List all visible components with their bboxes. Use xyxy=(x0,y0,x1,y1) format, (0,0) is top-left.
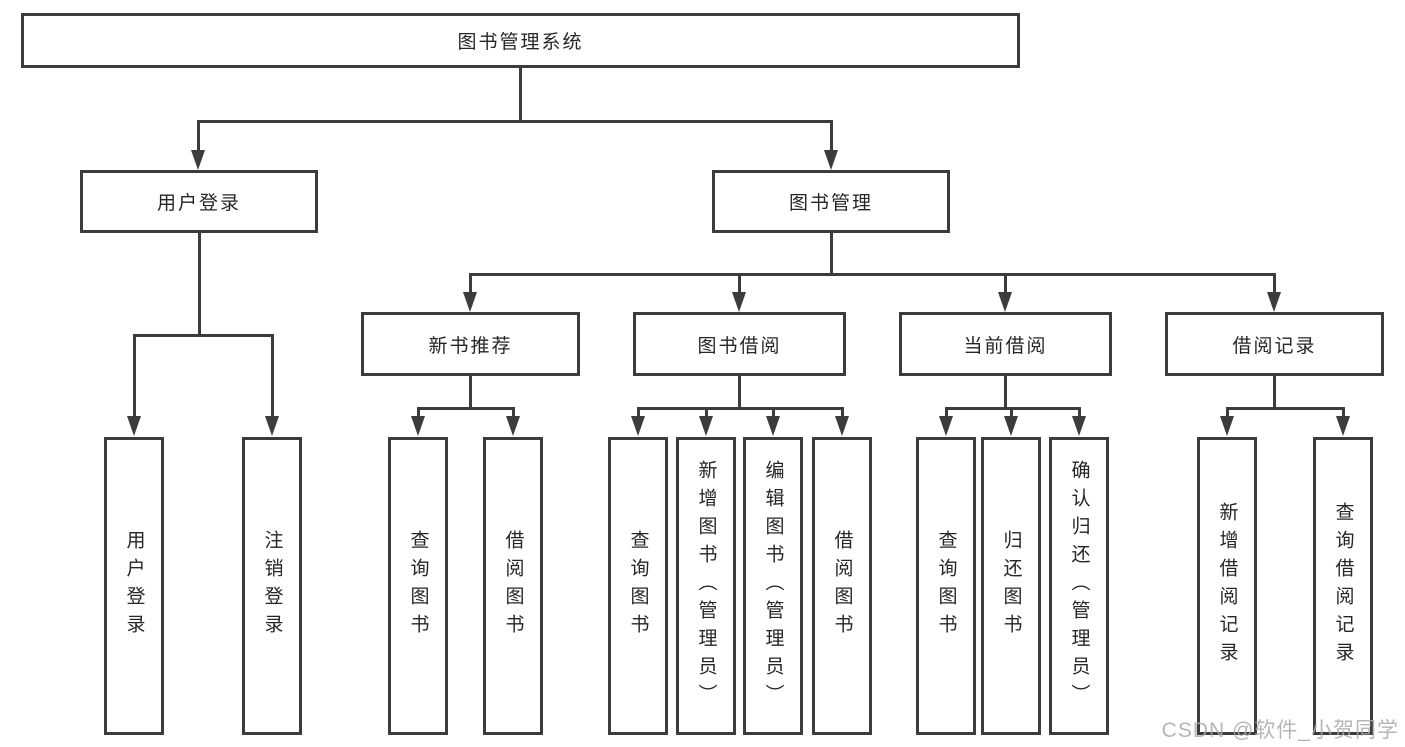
leaf-borrow-book-recommend: 借阅图书 xyxy=(483,437,543,735)
leaf-user-login: 用户登录 xyxy=(104,437,164,735)
leaf-borrow-book: 借阅图书 xyxy=(812,437,872,735)
connector-line xyxy=(417,407,420,419)
node-user-login: 用户登录 xyxy=(80,170,318,233)
connector-line xyxy=(705,407,708,419)
node-borrow-records: 借阅记录 xyxy=(1165,312,1384,376)
arrowhead-down-icon xyxy=(1004,416,1018,436)
arrowhead-down-icon xyxy=(191,150,205,170)
arrowhead-down-icon xyxy=(939,416,953,436)
connector-line xyxy=(1010,407,1013,419)
arrowhead-down-icon xyxy=(506,416,520,436)
csdn-watermark: CSDN @软件_小贺同学 xyxy=(1161,719,1399,742)
connector-line xyxy=(637,407,844,410)
node-book-system: 图书管理系统 xyxy=(21,13,1020,68)
connector-line xyxy=(1226,407,1345,410)
connector-line xyxy=(1342,407,1345,419)
connector-line xyxy=(830,233,833,276)
connector-line xyxy=(738,376,741,410)
arrowhead-down-icon xyxy=(699,416,713,436)
connector-line xyxy=(945,407,948,419)
connector-line xyxy=(197,120,200,153)
arrowhead-down-icon xyxy=(835,416,849,436)
connector-line xyxy=(830,120,833,153)
node-book-borrow: 图书借阅 xyxy=(633,312,846,376)
arrowhead-down-icon xyxy=(766,416,780,436)
connector-line xyxy=(133,334,136,418)
node-new-book-recommend: 新书推荐 xyxy=(361,312,580,376)
arrowhead-down-icon xyxy=(127,416,141,436)
connector-line xyxy=(469,376,472,410)
arrowhead-down-icon xyxy=(732,292,746,312)
arrowhead-down-icon xyxy=(1220,416,1234,436)
arrowhead-down-icon xyxy=(631,416,645,436)
leaf-edit-book-admin: 编辑图书（管理员） xyxy=(743,437,803,735)
connector-line xyxy=(469,273,472,294)
leaf-add-book-admin: 新增图书（管理员） xyxy=(676,437,736,735)
connector-line xyxy=(417,407,515,410)
connector-line xyxy=(133,334,274,337)
leaf-return-book: 归还图书 xyxy=(981,437,1041,735)
arrowhead-down-icon xyxy=(1336,416,1350,436)
leaf-query-book-recommend: 查询图书 xyxy=(388,437,448,735)
leaf-logout: 注销登录 xyxy=(242,437,302,735)
connector-line xyxy=(1273,273,1276,294)
node-book-management: 图书管理 xyxy=(712,170,950,233)
connector-line xyxy=(841,407,844,419)
connector-line xyxy=(271,334,274,418)
leaf-query-book-borrow: 查询图书 xyxy=(608,437,668,735)
leaf-confirm-return-admin: 确认归还（管理员） xyxy=(1049,437,1109,735)
connector-line xyxy=(1004,376,1007,410)
connector-line xyxy=(469,273,1276,276)
connector-line xyxy=(519,68,522,123)
connector-line xyxy=(1004,273,1007,294)
connector-line xyxy=(637,407,640,419)
arrowhead-down-icon xyxy=(411,416,425,436)
connector-line xyxy=(1273,376,1276,410)
connector-line xyxy=(772,407,775,419)
leaf-query-book-current: 查询图书 xyxy=(916,437,976,735)
connector-line xyxy=(512,407,515,419)
leaf-query-borrow-record: 查询借阅记录 xyxy=(1313,437,1373,735)
arrowhead-down-icon xyxy=(998,292,1012,312)
arrowhead-down-icon xyxy=(1072,416,1086,436)
connector-line xyxy=(198,233,201,337)
arrowhead-down-icon xyxy=(824,150,838,170)
arrowhead-down-icon xyxy=(1267,292,1281,312)
connector-line xyxy=(738,273,741,294)
node-current-borrow: 当前借阅 xyxy=(899,312,1112,376)
connector-line xyxy=(1226,407,1229,419)
arrowhead-down-icon xyxy=(265,416,279,436)
connector-line xyxy=(197,120,833,123)
connector-line xyxy=(945,407,1081,410)
leaf-add-borrow-record: 新增借阅记录 xyxy=(1197,437,1257,735)
arrowhead-down-icon xyxy=(463,292,477,312)
connector-line xyxy=(1078,407,1081,419)
